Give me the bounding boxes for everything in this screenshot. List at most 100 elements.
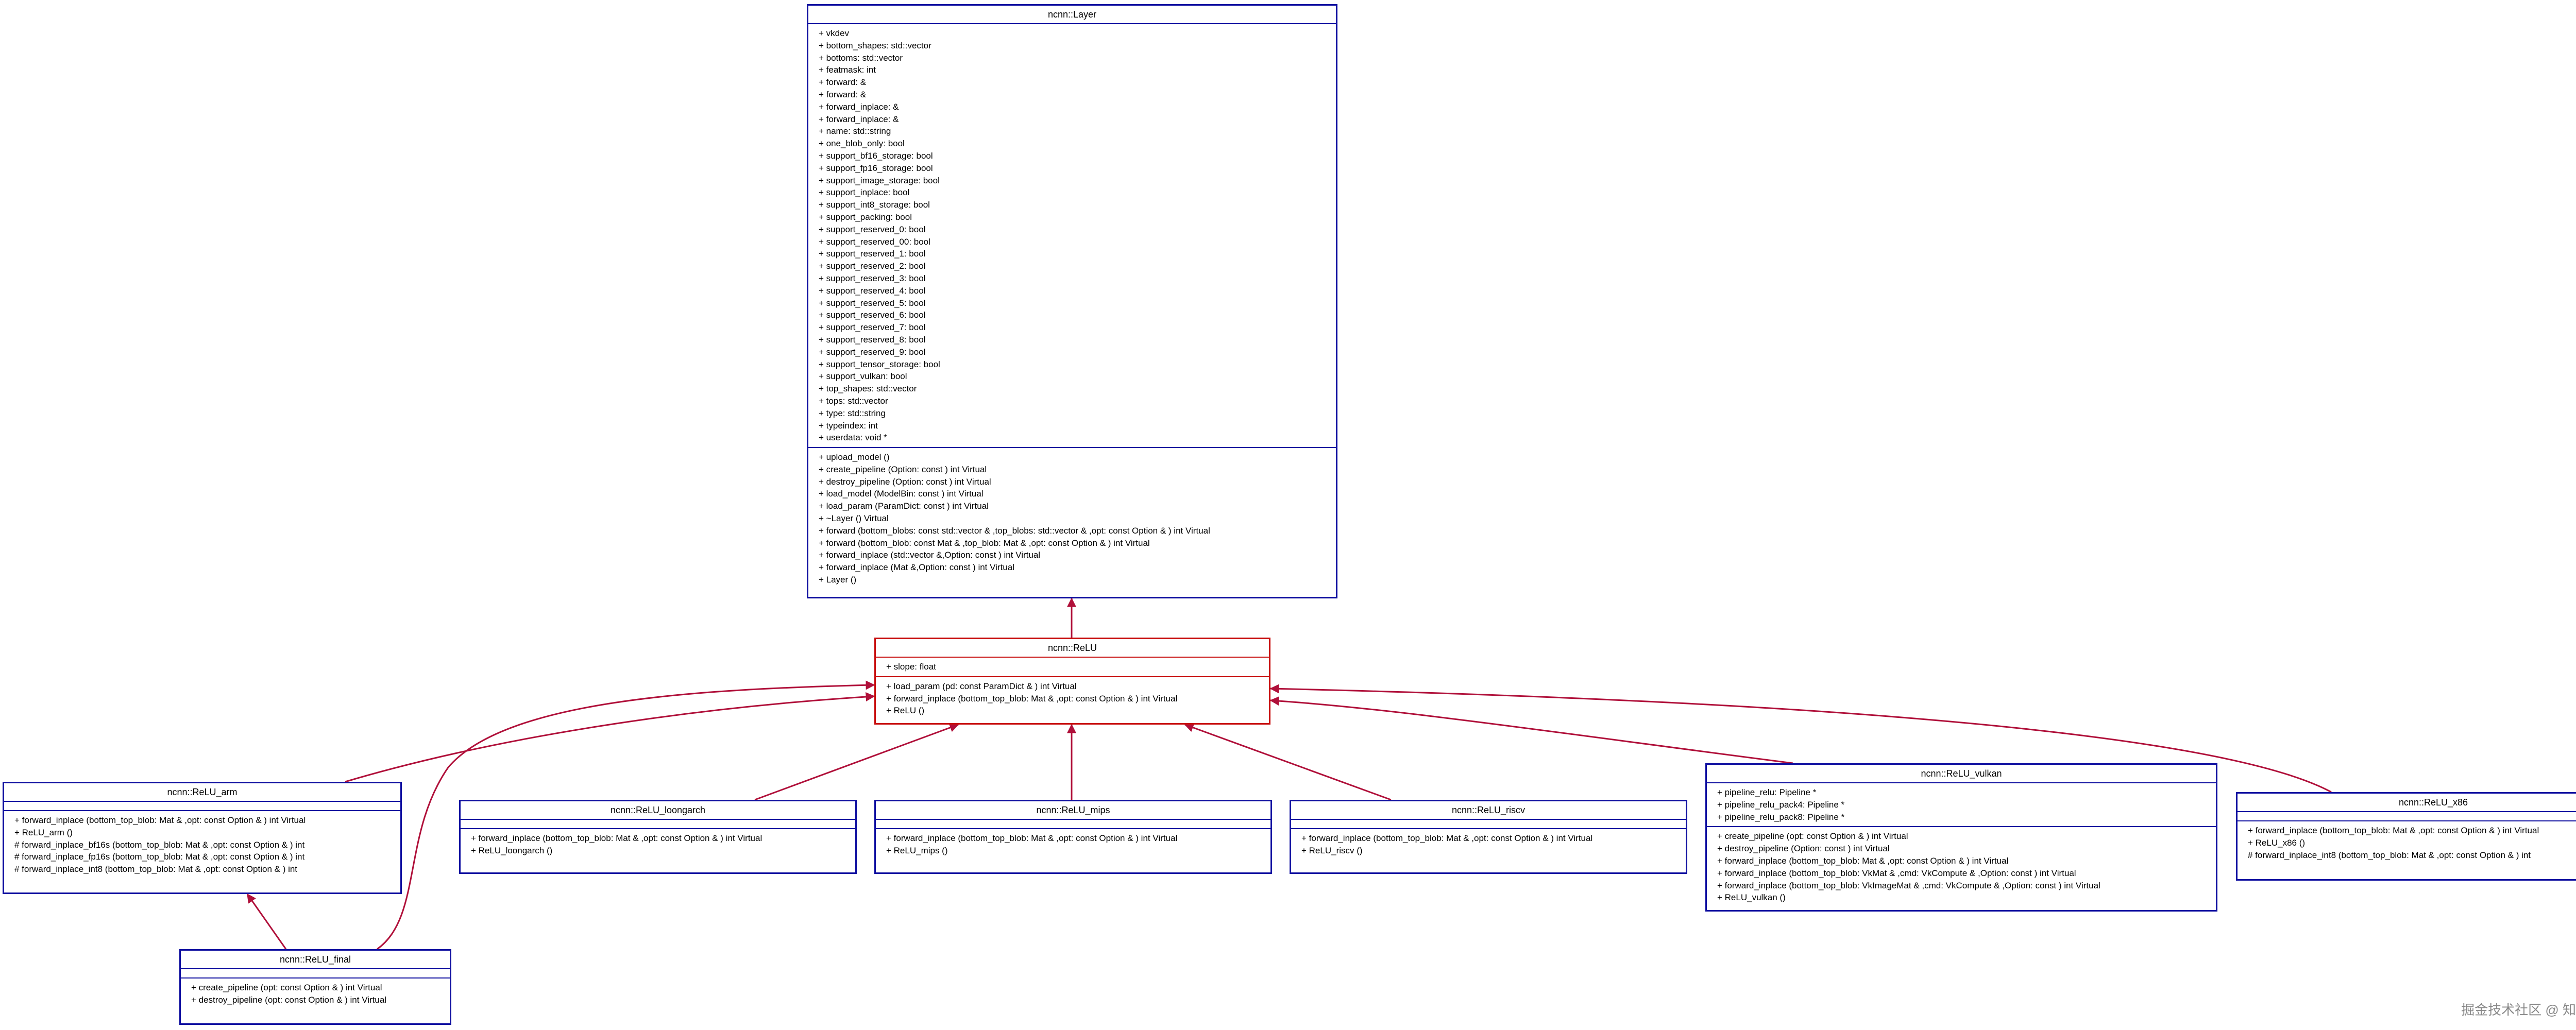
attribute-line: + support_reserved_9: bool — [819, 347, 926, 357]
attributes-section — [2238, 812, 2576, 821]
attribute-line: + support_fp16_storage: bool — [819, 163, 933, 173]
attribute-line: + support_tensor_storage: bool — [819, 359, 940, 369]
method-line: + forward_inplace (std::vector &,Option:… — [819, 550, 1041, 560]
attribute-line: + support_reserved_3: bool — [819, 273, 926, 283]
methods-section: + forward_inplace (bottom_top_blob: Mat … — [876, 829, 1270, 860]
attributes-section — [876, 820, 1270, 829]
attribute-line: + support_bf16_storage: bool — [819, 150, 933, 161]
edge-arm-to-relu — [345, 692, 875, 783]
class-box-layer[interactable]: ncnn::Layer + vkdev+ bottom_shapes: std:… — [807, 4, 1337, 598]
method-line: + forward_inplace (bottom_top_blob: Mat … — [1717, 855, 2009, 866]
method-line: + forward_inplace (bottom_top_blob: VkIm… — [1717, 880, 2100, 890]
attribute-line: + featmask: int — [819, 65, 876, 75]
class-box-relu-riscv[interactable]: ncnn::ReLU_riscv + forward_inplace (bott… — [1290, 800, 1687, 874]
attribute-line: + bottom_shapes: std::vector — [819, 40, 931, 50]
method-line: + forward_inplace (bottom_top_blob: Mat … — [886, 693, 1178, 703]
attribute-line: + bottoms: std::vector — [819, 53, 903, 63]
attribute-line: + support_image_storage: bool — [819, 175, 940, 185]
method-line: + forward_inplace (Mat &,Option: const )… — [819, 562, 1015, 573]
methods-section: + load_param (pd: const ParamDict & ) in… — [876, 677, 1269, 720]
attribute-line: + support_reserved_6: bool — [819, 310, 926, 320]
class-box-relu-mips[interactable]: ncnn::ReLU_mips + forward_inplace (botto… — [874, 800, 1272, 874]
class-box-relu-arm[interactable]: ncnn::ReLU_arm + forward_inplace (bottom… — [3, 782, 402, 894]
class-name: ncnn::ReLU_loongarch — [461, 801, 855, 820]
attribute-line: + support_reserved_8: bool — [819, 334, 926, 345]
attribute-line: + support_vulkan: bool — [819, 371, 907, 382]
attribute-line: + typeindex: int — [819, 420, 878, 431]
method-line: # forward_inplace_int8 (bottom_top_blob:… — [14, 864, 298, 874]
attributes-section: + pipeline_relu: Pipeline * + pipeline_re… — [1707, 783, 2216, 828]
attribute-line: + support_int8_storage: bool — [819, 200, 930, 210]
attribute-line: + support_packing: bool — [819, 212, 912, 222]
method-line: + ~Layer () Virtual — [819, 513, 889, 524]
method-line: + ReLU_x86 () — [2248, 837, 2306, 848]
attribute-line: + pipeline_relu: Pipeline * — [1717, 787, 1817, 797]
method-line: + forward_inplace (bottom_top_blob: Mat … — [471, 833, 762, 843]
attributes-section: + slope: float — [876, 658, 1269, 677]
method-line: + upload_model () — [819, 452, 890, 462]
methods-section: + forward_inplace (bottom_top_blob: Mat … — [1291, 829, 1686, 860]
method-line: + load_param (ParamDict: const ) int Vir… — [819, 501, 989, 511]
class-name: ncnn::ReLU_x86 — [2238, 794, 2576, 812]
methods-section: + forward_inplace (bottom_top_blob: Mat … — [4, 811, 400, 879]
attribute-line: + vkdev — [819, 28, 850, 38]
methods-section: + forward_inplace (bottom_top_blob: Mat … — [461, 829, 855, 860]
attribute-line: + forward: & — [819, 77, 867, 88]
class-name: ncnn::ReLU_arm — [4, 783, 400, 802]
method-line: + ReLU () — [886, 706, 925, 716]
attribute-line: + slope: float — [886, 662, 936, 672]
methods-section: + create_pipeline (opt: const Option & )… — [181, 978, 450, 1009]
attribute-line: + support_reserved_00: bool — [819, 236, 930, 247]
method-line: + load_param (pd: const ParamDict & ) in… — [886, 681, 1077, 691]
class-box-relu-final[interactable]: ncnn::ReLU_final + create_pipeline (opt:… — [179, 949, 451, 1025]
attribute-line: + support_reserved_5: bool — [819, 298, 926, 308]
method-line: # forward_inplace_int8 (bottom_top_blob:… — [2248, 850, 2531, 860]
method-line: + ReLU_loongarch () — [471, 845, 553, 855]
attributes-section: + vkdev+ bottom_shapes: std::vector+ bot… — [808, 24, 1336, 449]
attribute-line: + support_reserved_7: bool — [819, 322, 926, 333]
method-line: + load_model (ModelBin: const ) int Virt… — [819, 489, 984, 499]
class-box-relu-vulkan[interactable]: ncnn::ReLU_vulkan + pipeline_relu: Pipel… — [1705, 763, 2217, 912]
method-line: + forward_inplace (bottom_top_blob: Mat … — [2248, 826, 2539, 835]
method-line: + forward (bottom_blob: const Mat & ,top… — [819, 538, 1150, 548]
attributes-section — [461, 820, 855, 829]
attribute-line: + forward_inplace: & — [819, 114, 899, 124]
attribute-line: + type: std::string — [819, 408, 886, 418]
method-line: + create_pipeline (opt: const Option & )… — [191, 983, 382, 992]
attribute-line: + one_blob_only: bool — [819, 139, 905, 149]
attribute-line: + name: std::string — [819, 126, 891, 136]
method-line: + ReLU_mips () — [886, 845, 948, 855]
attribute-line: + pipeline_relu_pack8: Pipeline * — [1717, 812, 1845, 822]
methods-section: + upload_model ()+ create_pipeline (Opti… — [808, 448, 1336, 589]
method-line: + forward_inplace (bottom_top_blob: Mat … — [1301, 833, 1593, 843]
method-line: + forward_inplace (bottom_top_blob: VkMa… — [1717, 868, 2076, 878]
method-line: + destroy_pipeline (Option: const ) int … — [819, 476, 991, 487]
method-line: + ReLU_vulkan () — [1717, 892, 1786, 903]
attribute-line: + tops: std::vector — [819, 396, 888, 406]
class-box-relu-x86[interactable]: ncnn::ReLU_x86 + forward_inplace (bottom… — [2236, 792, 2576, 881]
class-name: ncnn::ReLU_riscv — [1291, 801, 1686, 820]
attribute-line: + pipeline_relu_pack4: Pipeline * — [1717, 799, 1845, 810]
methods-section: + forward_inplace (bottom_top_blob: Mat … — [2238, 821, 2576, 864]
method-line: + ReLU_arm () — [14, 827, 73, 837]
class-box-relu-loongarch[interactable]: ncnn::ReLU_loongarch + forward_inplace (… — [459, 800, 857, 874]
class-box-relu[interactable]: ncnn::ReLU + slope: float + load_param (… — [874, 638, 1270, 725]
method-line: # forward_inplace_fp16s (bottom_top_blob… — [14, 852, 305, 862]
watermark-text: 掘金技术社区 @ 知不可乎 — [2461, 1002, 2576, 1018]
attribute-line: + support_reserved_2: bool — [819, 261, 926, 271]
edge-final-to-arm — [246, 893, 287, 950]
method-line: + forward (bottom_blobs: const std::vect… — [819, 525, 1210, 536]
method-line: + Layer () — [819, 575, 857, 585]
method-line: # forward_inplace_bf16s (bottom_top_blob… — [14, 839, 305, 850]
class-name: ncnn::ReLU — [876, 639, 1269, 658]
attributes-section — [181, 969, 450, 978]
attribute-line: + support_reserved_0: bool — [819, 224, 926, 234]
attribute-line: + support_inplace: bool — [819, 187, 910, 198]
method-line: + destroy_pipeline (opt: const Option & … — [191, 994, 387, 1005]
edge-final-to-relu — [377, 680, 875, 950]
class-name: ncnn::ReLU_mips — [876, 801, 1270, 820]
attribute-line: + top_shapes: std::vector — [819, 384, 917, 394]
class-name: ncnn::ReLU_final — [181, 951, 450, 969]
attribute-line: + support_reserved_4: bool — [819, 285, 926, 296]
